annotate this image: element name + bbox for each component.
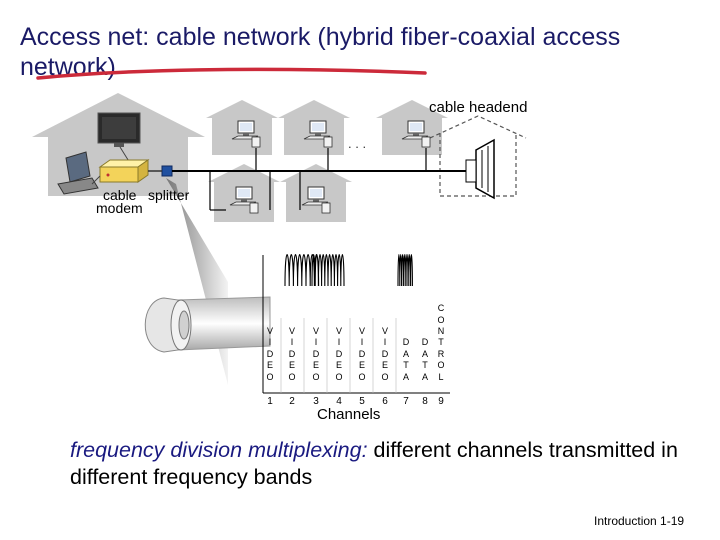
channel-label: V I D E O [266, 326, 274, 382]
channel-number: 1 [267, 396, 273, 407]
channel-number: 5 [359, 396, 365, 407]
computer-icon [303, 120, 333, 148]
channel-label: V I D E O [288, 326, 296, 382]
laptop-icon [57, 151, 99, 195]
headend-label: cable headend [429, 99, 528, 116]
zoom-cone [166, 178, 228, 385]
frequency-wave-icon [284, 253, 413, 287]
slide-title: Access net: cable network (hybrid fiber-… [20, 23, 621, 81]
channel-label: V I D E O [335, 326, 343, 382]
channel-number: 4 [336, 396, 342, 407]
fdm-caption: frequency division multiplexing: differe… [70, 437, 720, 491]
channel-label: V I D E O [312, 326, 320, 382]
splitter-icon [161, 165, 173, 177]
tv-icon [97, 112, 141, 147]
house-small [278, 100, 350, 155]
channels-axis-label: Channels [317, 406, 381, 423]
channel-number: 6 [382, 396, 388, 407]
computer-icon [401, 120, 431, 148]
cable-modem-icon [98, 159, 150, 183]
channel-number: 3 [313, 396, 319, 407]
headend-building [429, 115, 527, 197]
cable-modem-label-line2: modem [96, 200, 143, 216]
channel-number: 2 [289, 396, 295, 407]
fdm-caption-emphasis: frequency division multiplexing: [70, 438, 368, 462]
splitter-label: splitter [148, 187, 190, 203]
headend-equipment-icon [462, 138, 495, 200]
title-underline [36, 67, 427, 80]
channel-label: V I D E O [381, 326, 389, 382]
fdm-caption-rest: different channels transmitted in differ… [70, 438, 678, 489]
channel-number: 8 [422, 396, 428, 407]
computer-icon [231, 120, 261, 148]
computer-icon [229, 186, 259, 214]
channel-number: 9 [438, 396, 444, 407]
ellipsis-label: . . . [348, 136, 367, 151]
cable-modem-label-line1: cable [103, 187, 137, 203]
channel-label: V I D E O [358, 326, 366, 382]
channel-label: D A T A [402, 337, 410, 382]
slide-number: Introduction 1-19 [594, 514, 685, 528]
channel-label: C O N T R O L [437, 303, 445, 382]
computer-icon [301, 186, 331, 214]
channel-number: 7 [403, 396, 409, 407]
channel-label: D A T A [421, 337, 429, 382]
coax-cable-icon [144, 296, 271, 353]
